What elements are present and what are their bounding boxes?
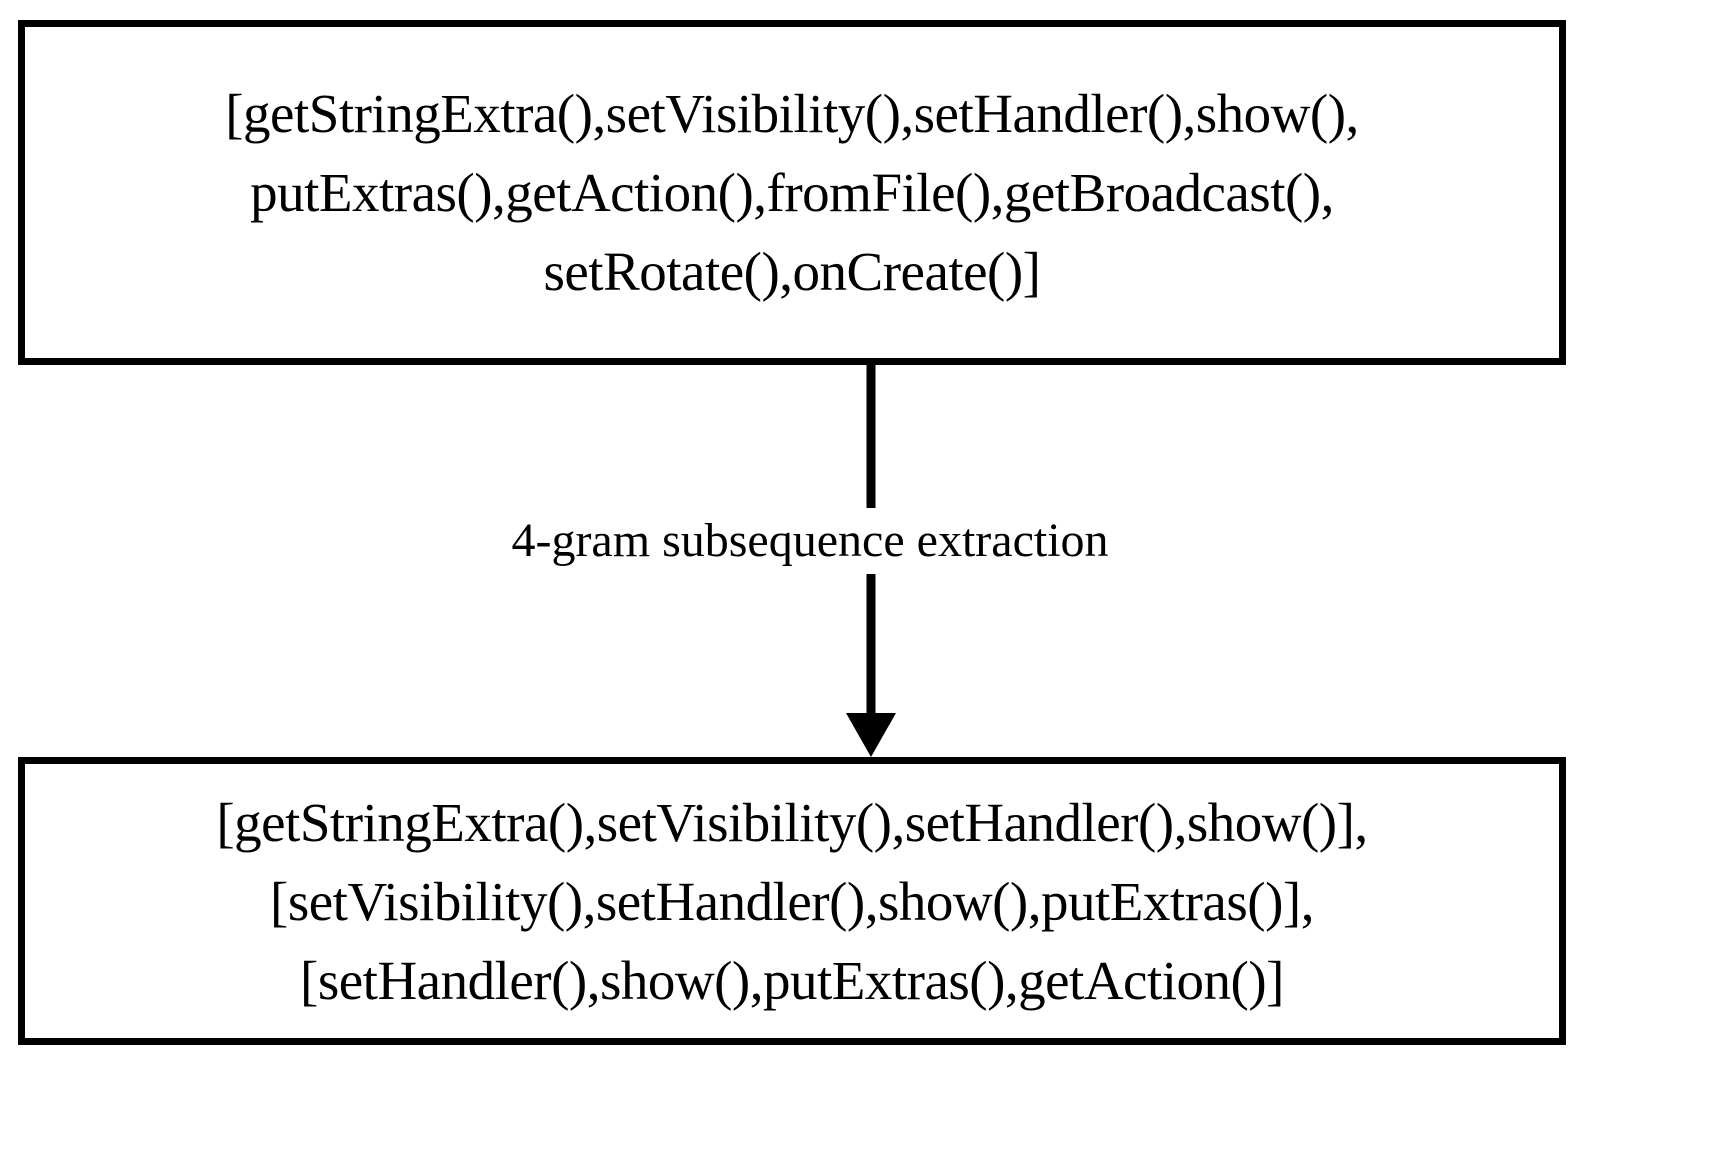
arrow-head-icon — [846, 713, 896, 757]
edge-label-4gram-extraction: 4-gram subsequence extraction — [420, 508, 1200, 574]
api-call-sequence-line-3: setRotate(),onCreate()] — [543, 241, 1041, 302]
extracted-4gram-line-2: [setVisibility(),setHandler(),show(),put… — [270, 870, 1314, 932]
extracted-4grams-box: [getStringExtra(),setVisibility(),setHan… — [18, 757, 1566, 1045]
api-call-sequence-line-2: putExtras(),getAction(),fromFile(),getBr… — [250, 162, 1334, 223]
extracted-4gram-line-3: [setHandler(),show(),putExtras(),getActi… — [300, 949, 1284, 1011]
api-call-sequence-box: [getStringExtra(),setVisibility(),setHan… — [18, 20, 1566, 365]
api-call-sequence-line-1: [getStringExtra(),setVisibility(),setHan… — [225, 83, 1359, 144]
extracted-4gram-line-1: [getStringExtra(),setVisibility(),setHan… — [216, 791, 1368, 853]
